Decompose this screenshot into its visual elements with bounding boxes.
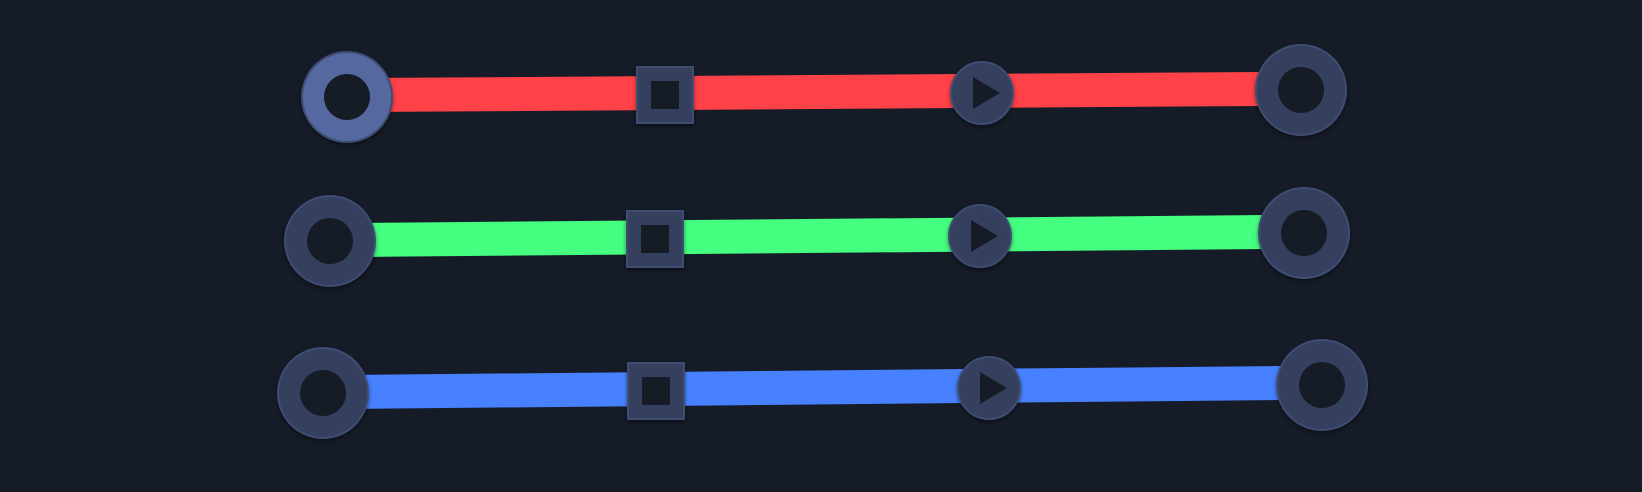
square-node-blue[interactable] [627, 362, 685, 420]
square-node-hole [641, 225, 669, 253]
track-blue [277, 339, 1368, 439]
play-node-blue[interactable] [957, 356, 1021, 420]
square-node-red[interactable] [636, 66, 694, 124]
play-icon [980, 372, 1007, 404]
start-node-blue[interactable] [277, 347, 369, 439]
start-node-green[interactable] [284, 195, 376, 287]
play-node-green[interactable] [948, 204, 1012, 268]
track-line-green [356, 215, 1267, 257]
square-node-hole [642, 377, 670, 405]
ring-node-hole [300, 370, 346, 416]
ring-node-hole [1281, 210, 1327, 256]
end-node-blue[interactable] [1276, 339, 1368, 431]
play-icon [973, 77, 1000, 109]
end-node-red[interactable] [1255, 44, 1347, 136]
end-node-green[interactable] [1258, 187, 1350, 279]
track-line-red [369, 72, 1263, 112]
ring-node-hole [1299, 362, 1345, 408]
ring-node-hole [307, 218, 353, 264]
start-node-red[interactable] [301, 51, 393, 143]
ring-node-hole [1278, 67, 1324, 113]
play-node-red[interactable] [950, 61, 1014, 125]
play-icon [971, 220, 998, 252]
track-red [301, 44, 1347, 143]
track-line-blue [345, 366, 1283, 409]
square-node-hole [651, 81, 679, 109]
ring-node-hole [324, 74, 370, 120]
track-green [284, 187, 1350, 287]
square-node-green[interactable] [626, 210, 684, 268]
